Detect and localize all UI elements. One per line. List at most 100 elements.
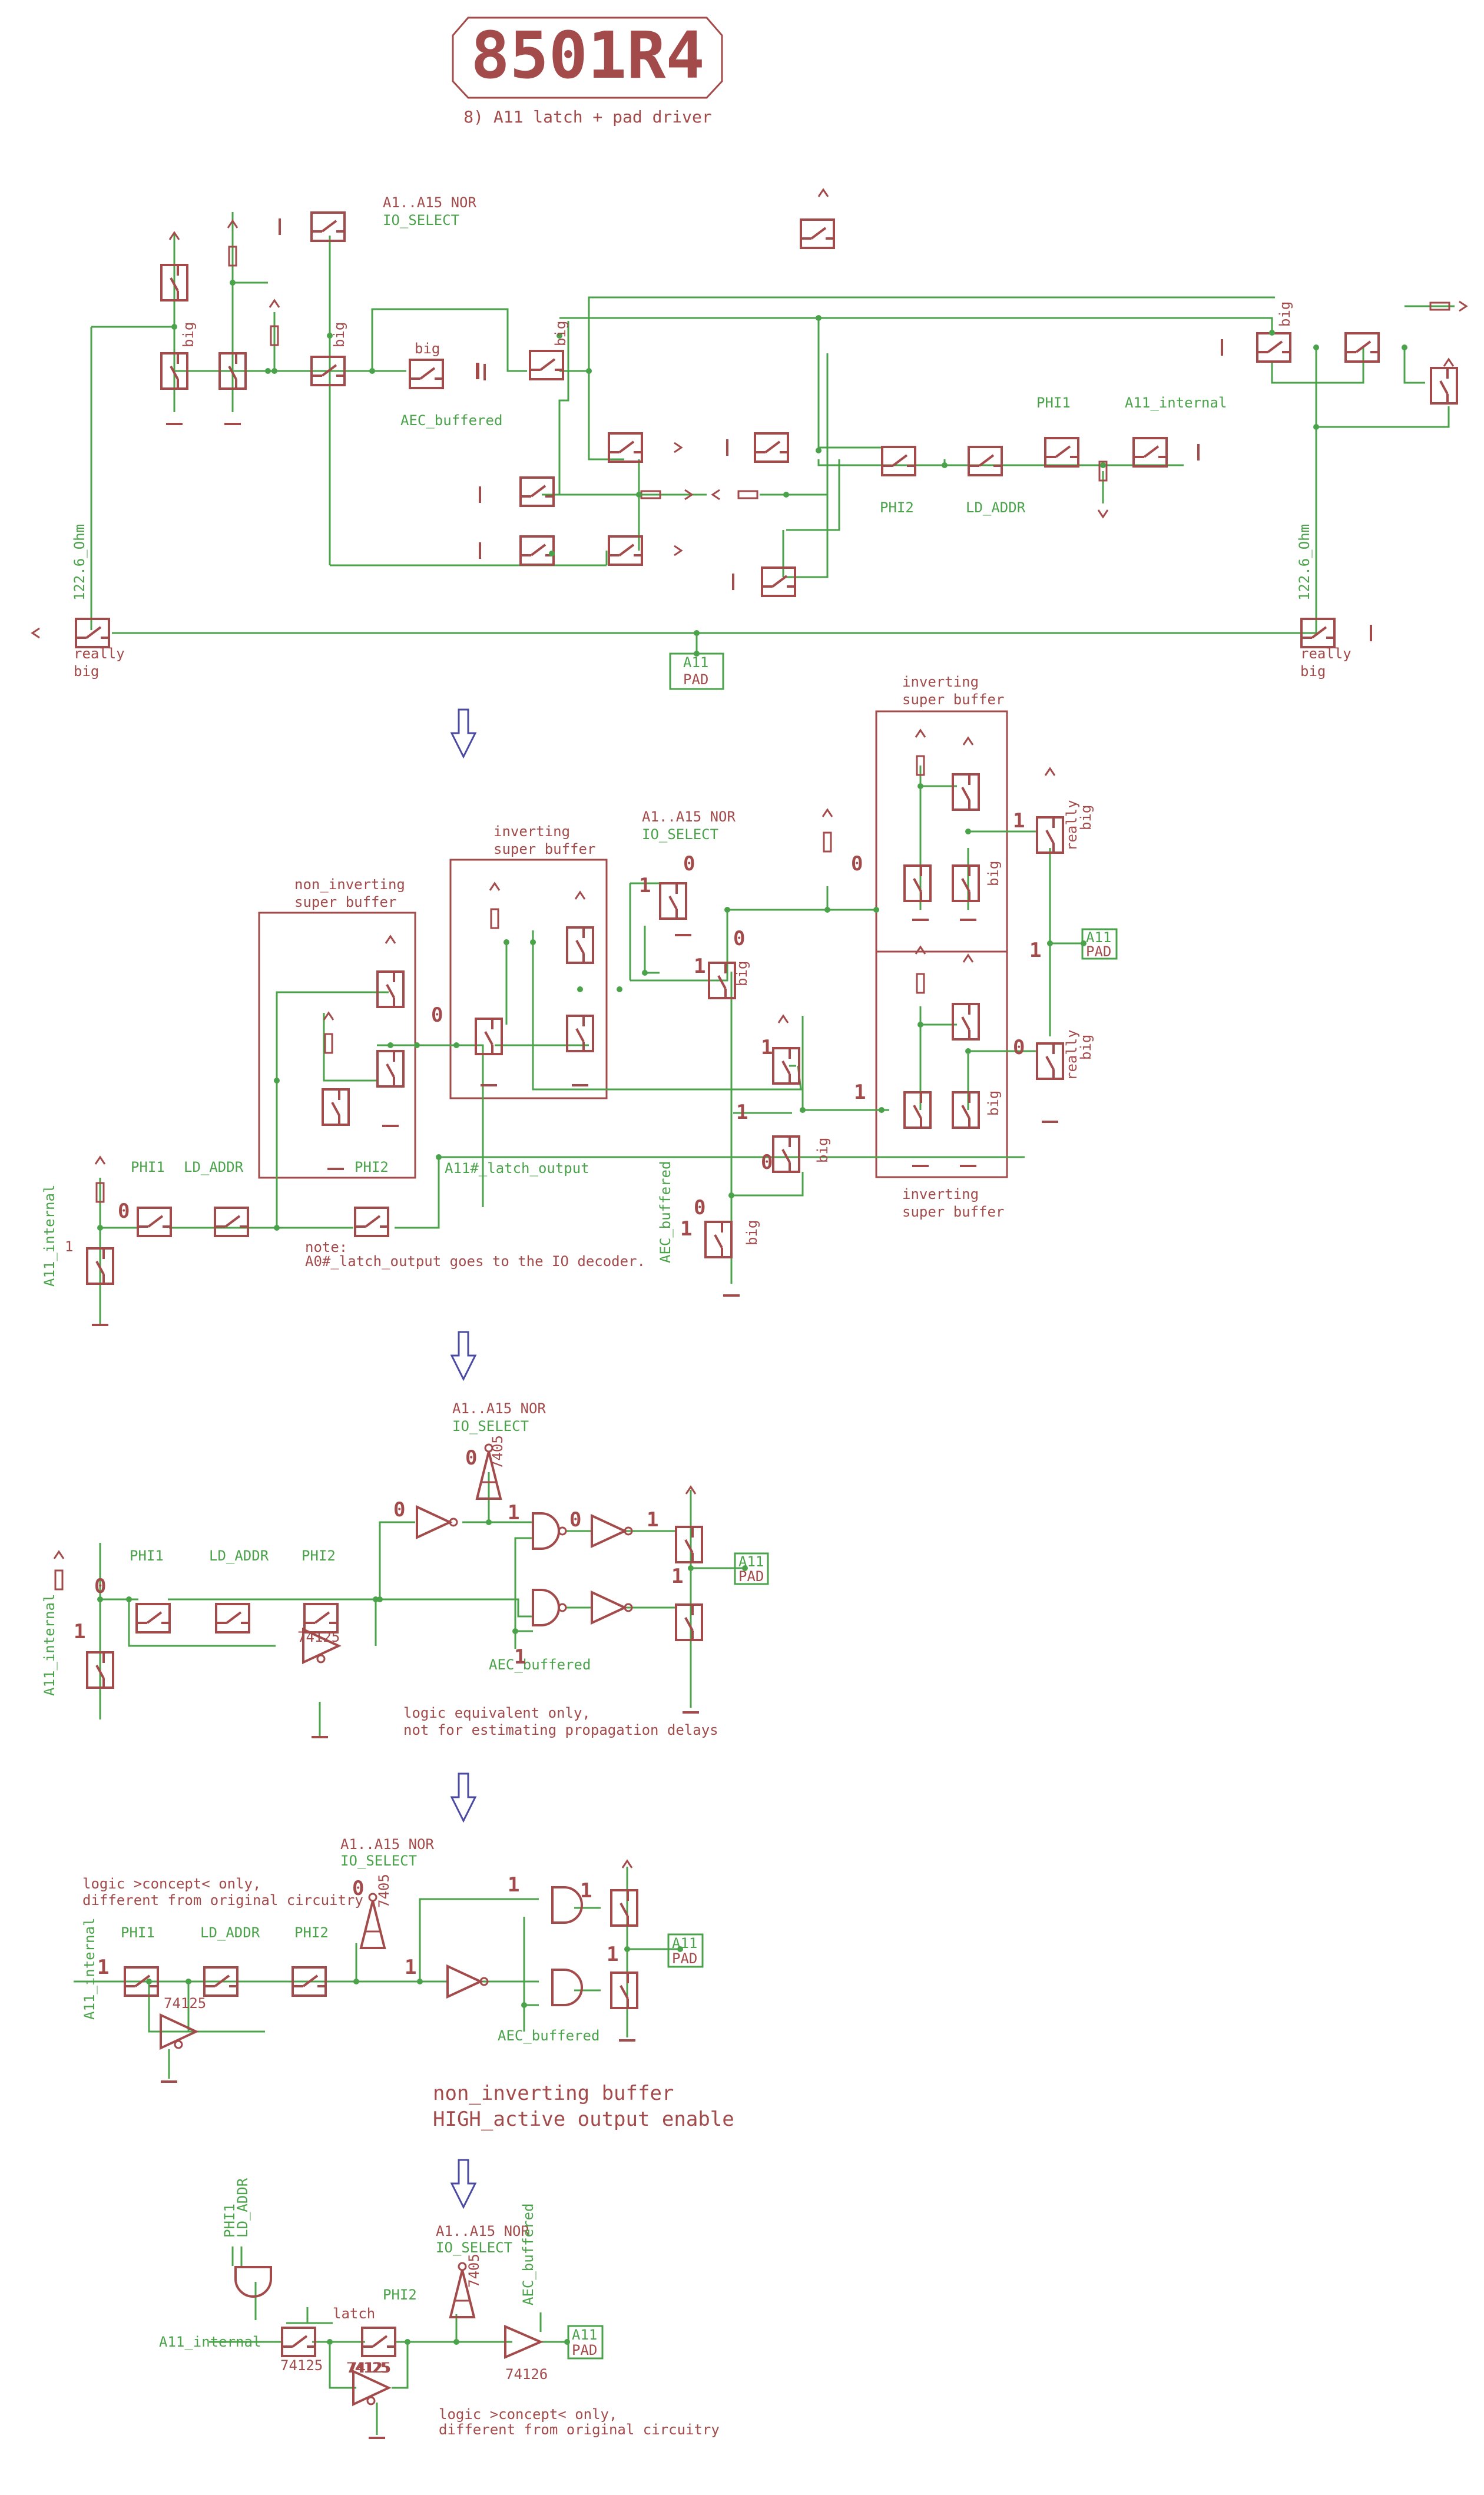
logic-level: 1 [508, 1873, 519, 1897]
buffer-label: non_inverting [294, 876, 405, 893]
logic-level: 0 [118, 1200, 130, 1223]
aec-buffered-label: AEC_buffered [520, 2204, 536, 2305]
logic-level: 0 [1013, 1036, 1025, 1059]
phi1-label: PHI1 [131, 1159, 165, 1175]
a11-internal-label: A11_internal [1125, 395, 1227, 411]
latch-output-label: A11#_latch_output [445, 1160, 589, 1177]
pad-net-label: A11 [672, 1935, 697, 1951]
buffer-label: inverting [902, 1186, 979, 1202]
io-select-label: IO_SELECT [642, 826, 718, 843]
size-label: big [180, 322, 197, 347]
note-text: different from original circuitry [82, 1892, 363, 1908]
chip-label: 74125 [349, 2360, 391, 2376]
aec-buffered-label: AEC_buffered [657, 1161, 674, 1263]
pad-box: A11 PAD [567, 2325, 604, 2360]
nor-label: A1..A15 NOR [642, 809, 736, 825]
logic-level: 1 [647, 1508, 658, 1532]
logic-level: 1 [671, 1565, 683, 1588]
logic-level: 1 [639, 874, 651, 897]
note-label: note: [305, 1239, 347, 1255]
phi2-label: PHI2 [355, 1159, 389, 1175]
chip-label: 74125 [164, 1995, 206, 2012]
title-block: 8501R4 8) A11 latch + pad driver [452, 16, 723, 127]
resistance-label: 122.6_Ohm [71, 524, 88, 601]
logic-level: 1 [607, 1943, 618, 1966]
size-label: big [1078, 805, 1094, 830]
size-label: really [1064, 800, 1080, 851]
nor-label: A1..A15 NOR [452, 1400, 546, 1417]
a11-internal-label: A11_internal [41, 1185, 58, 1287]
pad-net-label: A11 [683, 654, 708, 671]
section-transistor-level: A1..A15 NOR IO_SELECT big big big big bi… [31, 188, 1468, 690]
size-label: big [1300, 663, 1326, 680]
phi1-label: PHI1 [1036, 395, 1071, 411]
size-label: really [1064, 1029, 1080, 1081]
section-super-buffers: non_inverting super buffer inverting sup… [41, 674, 1118, 1326]
section-logic-equivalent: A1..A15 NOR IO_SELECT 7405 74125 PHI1 LD… [41, 1400, 769, 1738]
pad-net-label: A11 [572, 2327, 597, 2343]
size-label: big [1078, 1035, 1094, 1060]
logic-level: 0 [393, 1498, 405, 1522]
size-label: big [415, 340, 440, 357]
phi2-label: PHI2 [302, 1548, 336, 1564]
chip-label: 7405 [466, 2254, 482, 2288]
logic-level: 0 [694, 1196, 705, 1220]
logic-level: 1 [514, 1645, 526, 1669]
logic-level: 0 [683, 852, 695, 876]
io-select-label: IO_SELECT [436, 2239, 512, 2256]
pad-box: A11 PAD [667, 1933, 704, 1968]
ld-addr-label: LD_ADDR [184, 1159, 244, 1175]
size-label: big [985, 1091, 1002, 1116]
size-label: big [814, 1138, 831, 1163]
buffer-label: super buffer [294, 894, 396, 910]
chip-label: 74125 [280, 2357, 323, 2374]
pad-net-label: A11 [1086, 929, 1111, 946]
caption-text: non_inverting buffer [433, 2082, 674, 2105]
resistance-label: 122.6_Ohm [1296, 524, 1313, 601]
chip-label: 7405 [376, 1874, 392, 1908]
logic-level: 0 [569, 1508, 581, 1532]
logic-level: 0 [851, 852, 863, 876]
pad-name-label: PAD [672, 1950, 697, 1967]
logic-level: 0 [733, 927, 745, 950]
logic-level: 0 [465, 1446, 477, 1470]
ld-addr-label: LD_ADDR [966, 499, 1026, 516]
phi2-label: PHI2 [383, 2287, 417, 2303]
logic-level: 0 [94, 1575, 106, 1598]
logic-level: 1 [694, 955, 705, 978]
page-subtitle: 8) A11 latch + pad driver [463, 107, 711, 127]
size-label: big [552, 321, 569, 346]
size-label: big [1277, 301, 1293, 327]
size-label: really [1300, 645, 1352, 662]
a11-internal-label: A11_internal [159, 2334, 261, 2350]
logic-level: 1 [761, 1036, 773, 1059]
size-label: really [74, 645, 125, 662]
pad-net-label: A11 [738, 1553, 764, 1570]
chip-label: 74125 [297, 1629, 340, 1645]
logic-level: 0 [431, 1003, 443, 1027]
chip-label: 74125 [346, 2360, 389, 2376]
buffer-label: super buffer [493, 841, 595, 857]
io-select-label: IO_SELECT [340, 1853, 417, 1869]
note-text: logic >concept< only, [439, 2406, 617, 2423]
logic-level: 1 [680, 1217, 692, 1241]
logic-level: 1 [405, 1956, 416, 1979]
note-text: logic equivalent only, [403, 1705, 591, 1721]
logic-level: 0 [761, 1151, 773, 1174]
pad-name-label: PAD [738, 1568, 764, 1585]
io-select-label: IO_SELECT [452, 1418, 529, 1434]
pad-name-label: PAD [572, 2342, 597, 2358]
a11-internal-label: A11_internal [81, 1918, 98, 2020]
logic-level: 1 [508, 1501, 519, 1525]
buffer-label: inverting [902, 674, 979, 690]
title-frame [452, 16, 723, 99]
latch-label: latch [333, 2305, 375, 2322]
aec-buffered-label: AEC_buffered [400, 412, 502, 429]
note-text: different from original circuitry [439, 2421, 720, 2438]
section-logic-concept: logic >concept< only, different from ori… [74, 1836, 734, 2131]
buffer-label: inverting [493, 823, 570, 840]
logic-level: 1 [65, 1238, 73, 1255]
pad-box: A11 PAD [669, 652, 724, 690]
phi1-label: PHI1 [121, 1924, 155, 1941]
